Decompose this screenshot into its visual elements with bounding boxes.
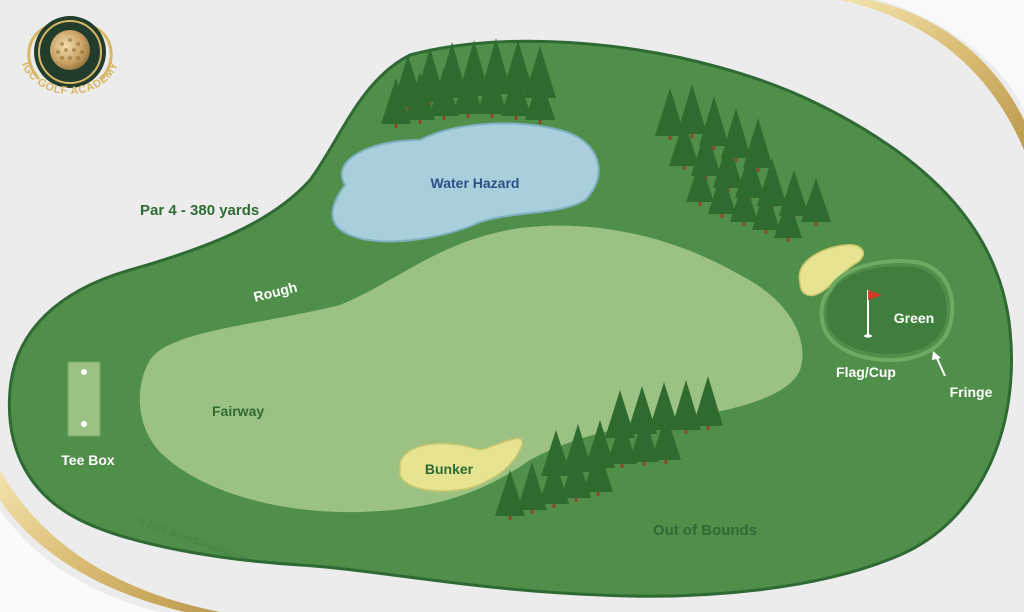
gold-swoosh-top-right <box>840 0 1024 150</box>
tree-icon <box>708 170 736 218</box>
tree-icon <box>691 128 721 180</box>
tree-icon <box>801 178 831 226</box>
tree-icon <box>752 186 780 234</box>
tree-icon <box>477 66 507 118</box>
tree-icon <box>671 380 701 434</box>
tree-icon <box>669 120 699 170</box>
tree-icon <box>525 74 555 124</box>
fringe-arrow-icon <box>932 351 946 377</box>
putting-green <box>826 266 947 354</box>
tree-icon <box>677 84 707 138</box>
fairway-label: Fairway <box>212 403 264 419</box>
tree-icon <box>495 470 525 520</box>
tree-icon <box>693 376 723 430</box>
fairway-bunker <box>399 437 523 492</box>
tree-icon <box>539 456 569 508</box>
tee-box-label: Tee Box <box>61 452 115 468</box>
tree-icon <box>686 160 714 206</box>
fringe <box>819 259 955 363</box>
pin-flag-icon <box>864 290 882 338</box>
tree-icon <box>607 416 637 468</box>
tree-icon <box>501 68 531 120</box>
tree-icon <box>774 196 802 242</box>
tree-icon <box>381 78 411 128</box>
tree-icon <box>405 72 435 124</box>
tree-icon <box>730 178 758 226</box>
out-of-bounds-label: Out of Bounds <box>653 522 757 539</box>
gold-swoosh-bottom-left <box>0 470 220 612</box>
green-label: Green <box>894 310 934 326</box>
tree-icon <box>651 414 681 464</box>
tee-marker-icon <box>81 421 87 427</box>
par-yardage-label: Par 4 - 380 yards <box>140 202 259 219</box>
water-hazard <box>331 122 600 243</box>
logo-golf-ball-icon <box>50 30 90 70</box>
water-hazard-label: Water Hazard <box>431 175 520 191</box>
tree-icon <box>583 446 613 496</box>
bunker-label: Bunker <box>425 461 474 477</box>
flag-cup-label: Flag/Cup <box>836 364 896 380</box>
fringe-label: Fringe <box>950 384 993 400</box>
tree-icon <box>453 66 483 118</box>
tree-groups <box>381 38 831 520</box>
logo: IGC GOLF ACADEMY <box>19 16 120 97</box>
tree-icon <box>655 88 685 140</box>
tree-icon <box>429 68 459 120</box>
tee-marker-icon <box>81 369 87 375</box>
fairway <box>139 225 803 513</box>
tree-icon <box>629 414 659 466</box>
tree-icon <box>561 450 591 502</box>
tree-icon <box>517 462 547 514</box>
greenside-bunker <box>798 243 864 297</box>
